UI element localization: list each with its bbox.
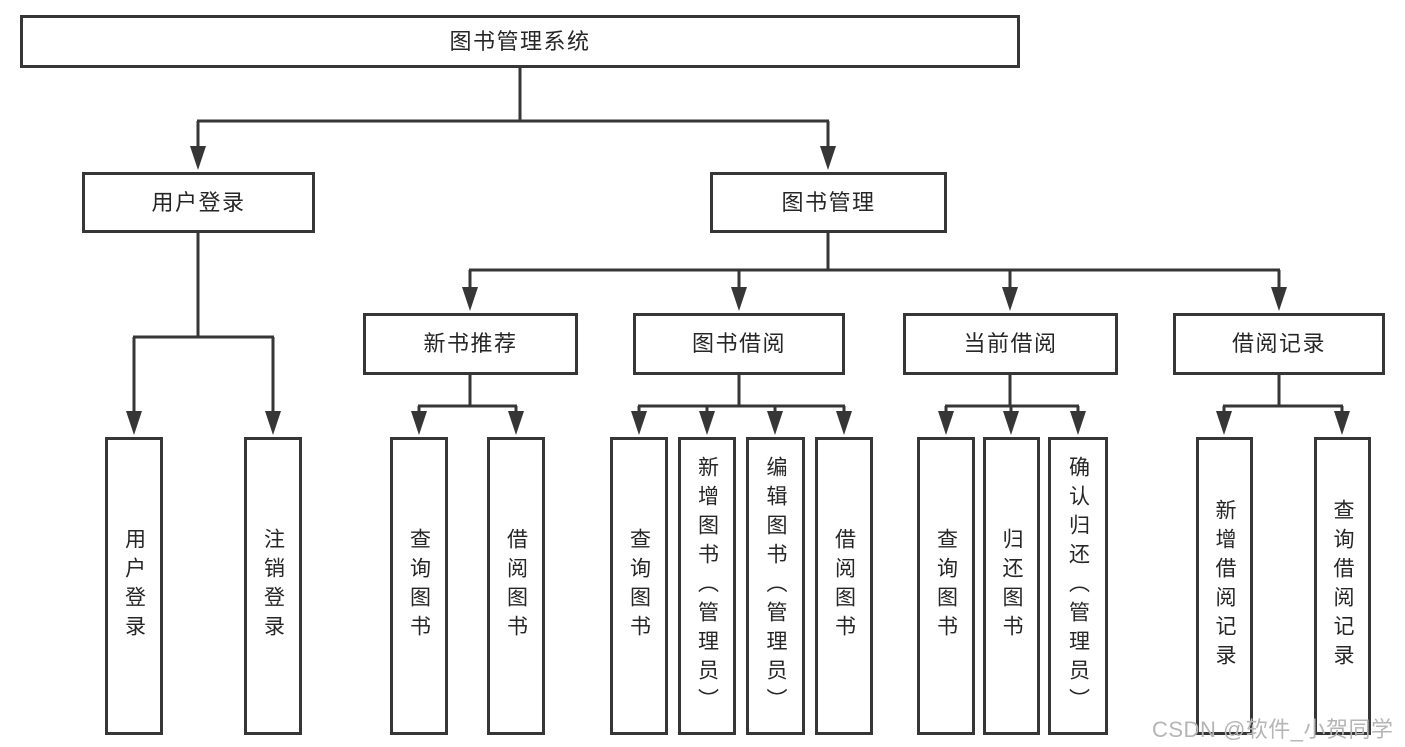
node-label: 新增借阅记录	[1213, 499, 1236, 673]
node-book-borrow: 图书借阅	[633, 313, 845, 375]
leaf-nbr-borrow-book: 借阅图书	[487, 437, 545, 735]
node-label: 新增图书（管理员）	[695, 455, 719, 717]
connector-root-to-level2	[190, 68, 836, 170]
connector-newbookrec-to-leaves	[411, 375, 524, 435]
node-label: 注销登录	[261, 528, 285, 644]
node-label: 当前借阅	[963, 331, 1058, 356]
leaf-cb-return-book: 归还图书	[983, 437, 1040, 735]
connector-bookmgmt-to-level3	[462, 233, 1287, 311]
leaf-bb-edit-book-admin: 编辑图书（管理员）	[746, 437, 805, 735]
leaf-br-add-record: 新增借阅记录	[1196, 437, 1253, 735]
node-label: 查询借阅记录	[1331, 499, 1354, 673]
node-user-login-group: 用户登录	[82, 172, 315, 233]
node-new-book-recommend: 新书推荐	[363, 313, 578, 375]
node-label: 图书管理	[781, 189, 876, 215]
leaf-bb-add-book-admin: 新增图书（管理员）	[678, 437, 736, 735]
node-current-borrow: 当前借阅	[903, 313, 1118, 375]
node-label: 查询图书	[407, 528, 431, 644]
node-label: 借阅图书	[504, 528, 528, 644]
node-library-management-system: 图书管理系统	[20, 15, 1020, 68]
node-label: 图书借阅	[691, 331, 786, 356]
connector-userlogin-to-leaves	[126, 233, 281, 435]
node-label: 借阅图书	[832, 528, 856, 644]
node-borrow-record: 借阅记录	[1173, 313, 1385, 375]
leaf-user-login: 用户登录	[105, 437, 163, 735]
node-label: 编辑图书（管理员）	[764, 455, 787, 717]
node-book-management-group: 图书管理	[710, 172, 947, 233]
leaf-nbr-query-book: 查询图书	[390, 437, 448, 735]
node-label: 查询图书	[627, 528, 651, 644]
node-label: 图书管理系统	[449, 28, 591, 54]
leaf-br-query-record: 查询借阅记录	[1314, 437, 1371, 735]
node-label: 确认归还（管理员）	[1066, 455, 1090, 717]
watermark: CSDN @软件_小贺同学	[1152, 717, 1394, 742]
node-label: 归还图书	[1000, 528, 1023, 644]
leaf-bb-borrow-book: 借阅图书	[815, 437, 873, 735]
connector-bookborrow-to-leaves	[631, 375, 852, 435]
leaf-cb-confirm-return-admin: 确认归还（管理员）	[1048, 437, 1108, 735]
node-label: 用户登录	[122, 528, 146, 644]
connector-currentborrow-to-leaves	[938, 375, 1086, 435]
node-label: 借阅记录	[1231, 331, 1326, 356]
node-label: 查询图书	[934, 528, 958, 644]
leaf-logout-login: 注销登录	[244, 437, 302, 735]
leaf-bb-query-book: 查询图书	[610, 437, 668, 735]
leaf-cb-query-book: 查询图书	[917, 437, 975, 735]
connector-borrowrecord-to-leaves	[1216, 375, 1350, 435]
node-label: 用户登录	[151, 189, 246, 215]
node-label: 新书推荐	[423, 331, 518, 356]
